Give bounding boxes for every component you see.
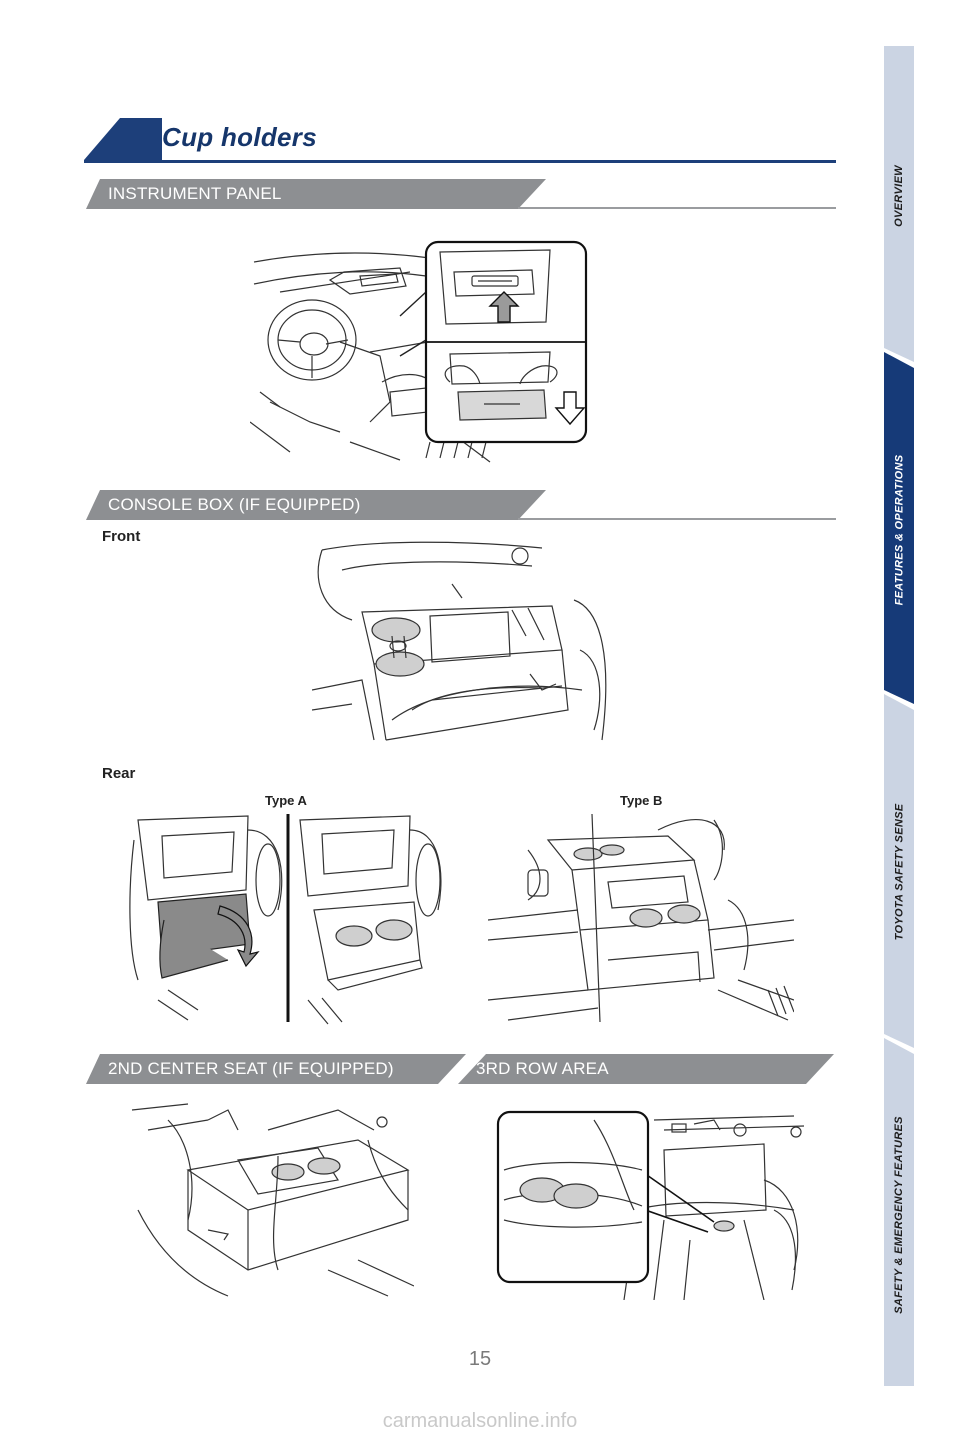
type-b-label: Type B xyxy=(620,793,663,808)
nav-tab-label: FEATURES & OPERATIONS xyxy=(893,454,906,606)
section-rule xyxy=(518,207,836,209)
section-rule xyxy=(518,518,836,520)
rear-label: Rear xyxy=(102,765,136,782)
nav-tab-toyota-safety-sense[interactable]: TOYOTA SAFETY SENSE xyxy=(884,694,914,1048)
page-number: 15 xyxy=(468,1348,492,1370)
nav-tab-label: OVERVIEW xyxy=(893,165,905,227)
nav-tab-label: SAFETY & EMERGENCY FEATURES xyxy=(893,1116,906,1314)
page-title: Cup holders xyxy=(162,122,317,152)
section-banner-console-box: CONSOLE BOX (IF EQUIPPED) xyxy=(86,490,836,520)
section-heading-second-center-seat: 2ND CENTER SEAT (IF EQUIPPED) xyxy=(86,1054,466,1084)
second-center-seat-illustration xyxy=(128,1100,414,1300)
title-accent-shape xyxy=(84,118,162,160)
section-heading: INSTRUMENT PANEL xyxy=(86,179,546,209)
side-navigation: OVERVIEW FEATURES & OPERATIONS TOYOTA SA… xyxy=(884,46,914,1386)
front-label: Front xyxy=(102,528,141,545)
nav-tab-features-operations[interactable]: FEATURES & OPERATIONS xyxy=(884,352,914,704)
third-row-cupholder-illustration xyxy=(494,1110,804,1300)
rear-console-type-a-illustration xyxy=(128,810,446,1026)
nav-tab-overview[interactable]: OVERVIEW xyxy=(884,46,914,362)
section-heading-third-row: 3RD ROW AREA xyxy=(458,1054,834,1084)
title-rule xyxy=(84,160,836,163)
section-banner-rear-rows: 2ND CENTER SEAT (IF EQUIPPED) 3RD ROW AR… xyxy=(86,1054,836,1084)
section-heading: CONSOLE BOX (IF EQUIPPED) xyxy=(86,490,546,520)
nav-tab-safety-emergency[interactable]: SAFETY & EMERGENCY FEATURES xyxy=(884,1038,914,1386)
instrument-panel-cupholder-illustration xyxy=(250,232,592,464)
section-banner-instrument-panel: INSTRUMENT PANEL xyxy=(86,179,836,209)
watermark: carmanualsonline.info xyxy=(382,1410,578,1432)
type-a-label: Type A xyxy=(265,793,307,808)
nav-tab-label: TOYOTA SAFETY SENSE xyxy=(893,803,905,941)
console-front-illustration xyxy=(312,540,612,750)
page-title-bar: Cup holders xyxy=(84,118,836,164)
rear-console-type-b-illustration xyxy=(488,810,794,1026)
